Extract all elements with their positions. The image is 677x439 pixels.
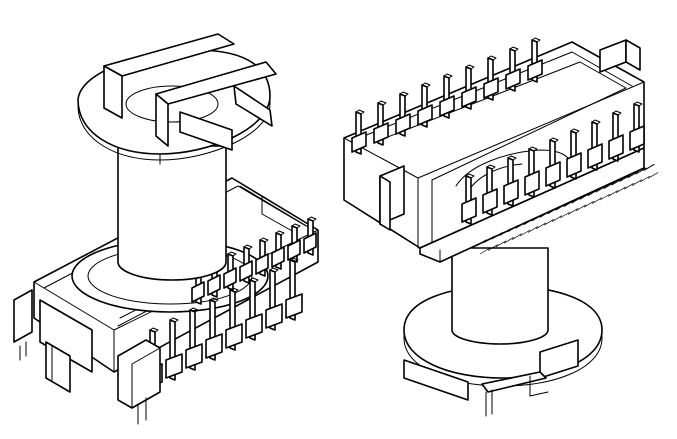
comb-tooth [631, 179, 643, 186]
comb-tooth [503, 236, 515, 244]
left-back-pin [239, 244, 253, 284]
comb-tooth [527, 226, 539, 233]
comb-tooth [551, 215, 563, 222]
right-back-pin [461, 64, 477, 110]
left-back-pin [303, 216, 317, 256]
right-bobbin [343, 37, 659, 417]
comb-tooth [479, 247, 491, 255]
comb-tooth [583, 200, 595, 208]
comb-tooth [627, 171, 639, 179]
comb-tooth [599, 193, 611, 201]
comb-tooth [495, 240, 507, 248]
right-back-pin-row [351, 37, 543, 155]
comb-tooth [571, 196, 583, 204]
comb-tooth [647, 172, 659, 179]
comb-tooth [511, 233, 523, 240]
comb-tooth [635, 167, 647, 175]
comb-tooth [507, 225, 519, 233]
left-top-flange [77, 33, 277, 165]
comb-tooth [607, 190, 619, 197]
comb-tooth [611, 178, 623, 186]
comb-tooth [543, 218, 555, 226]
comb-tooth [547, 207, 559, 215]
left-front-pin [245, 277, 263, 341]
comb-tooth [499, 228, 511, 236]
comb-tooth [567, 208, 579, 215]
right-back-pin [505, 46, 521, 92]
right-front-pin [587, 119, 603, 171]
right-back-pin [527, 37, 543, 83]
comb-tooth [615, 186, 627, 194]
comb-tooth [643, 163, 655, 171]
left-front-pin [205, 297, 223, 361]
comb-tooth [559, 211, 571, 219]
comb-tooth [591, 197, 603, 204]
right-front-pin-row [461, 101, 645, 225]
left-front-pin [185, 307, 203, 371]
right-front-pin [545, 137, 561, 189]
comb-tooth [563, 199, 575, 207]
right-front-pin [482, 164, 498, 216]
left-core-tube [117, 145, 227, 281]
right-back-pin [395, 91, 411, 137]
left-bobbin [13, 33, 319, 425]
right-back-pin [351, 109, 367, 155]
comb-tooth [483, 235, 495, 243]
comb-tooth [475, 239, 487, 247]
comb-tooth [575, 204, 587, 212]
comb-tooth [535, 222, 547, 230]
comb-tooth [595, 185, 607, 193]
left-back-pin [223, 251, 237, 291]
right-back-pin [417, 82, 433, 128]
right-core-tube [451, 247, 549, 345]
right-back-pin [483, 55, 499, 101]
comb-tooth [539, 210, 551, 218]
left-back-pin [271, 230, 285, 270]
comb-tooth [491, 232, 503, 240]
comb-tooth [639, 175, 651, 183]
comb-tooth [555, 203, 567, 211]
comb-tooth [487, 244, 499, 251]
comb-tooth [619, 174, 631, 182]
left-back-pin [255, 237, 269, 277]
right-front-pin [608, 110, 624, 162]
comb-tooth [519, 229, 531, 237]
comb-tooth [623, 182, 635, 190]
comb-tooth [587, 189, 599, 197]
right-back-pin [439, 73, 455, 119]
right-front-pin [461, 173, 477, 225]
right-body [343, 39, 645, 263]
left-front-pin [165, 317, 183, 381]
left-front-pin [225, 287, 243, 351]
left-back-pin [287, 223, 301, 263]
right-front-pin [503, 155, 519, 207]
left-front-pin [265, 267, 283, 331]
left-front-tab [117, 339, 161, 425]
comb-tooth [603, 181, 615, 189]
right-front-pin [629, 101, 645, 153]
comb-tooth [531, 214, 543, 222]
comb-tooth [579, 192, 591, 200]
left-front-pin [285, 257, 303, 321]
comb-tooth [523, 217, 535, 225]
right-back-pin [373, 100, 389, 146]
right-comb-teeth [475, 163, 659, 255]
right-front-pin [524, 146, 540, 198]
comb-tooth [515, 221, 527, 229]
right-front-pin [566, 128, 582, 180]
